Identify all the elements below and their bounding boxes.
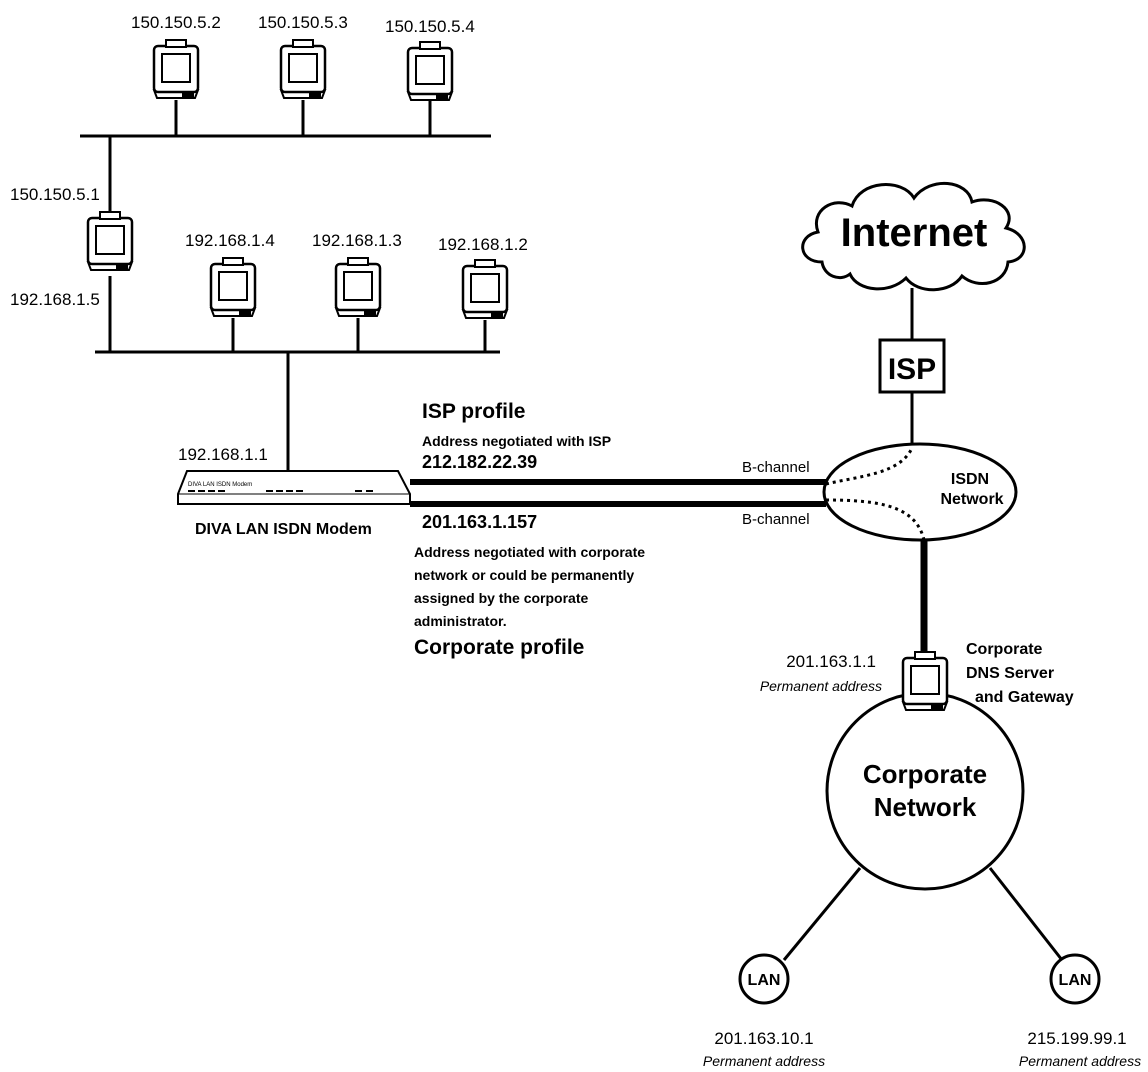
mid-pc-1-icon [209, 256, 257, 318]
mid-pc-3-ip: 192.168.1.2 [438, 235, 528, 254]
modem-ip: 192.168.1.1 [178, 445, 268, 464]
lan-2-circle [1049, 953, 1101, 1005]
mid-pc-2-icon [334, 256, 382, 318]
router-pc: 150.150.5.1 192.168.1.5 [10, 136, 134, 352]
isp-label: ISP [888, 353, 936, 386]
isp-box [878, 338, 946, 394]
corporate-network: Corporate Network [782, 691, 1064, 961]
isdn-ellipse [822, 442, 1018, 542]
lan-1-ip: 201.163.10.1 [714, 1029, 813, 1048]
corporate-server-label-line-2: DNS Server [966, 665, 1054, 682]
isdn-network: ISDN Network [822, 442, 1018, 542]
lan-1-note: Permanent address [703, 1053, 825, 1069]
corporate-network-line-1: Corporate [863, 759, 987, 789]
corporate-profile-note-line-4: administrator. [414, 613, 507, 629]
top-pc-2-icon [279, 38, 327, 100]
corporate-profile-note-line-3: assigned by the corporate [414, 590, 588, 606]
lan-2-label: LAN [1059, 972, 1092, 989]
corporate-server-ip: 201.163.1.1 [786, 652, 876, 671]
lan-2-note: Permanent address [1019, 1053, 1141, 1069]
corporate-network-line-2: Network [874, 792, 977, 822]
top-pc-3-icon [406, 40, 454, 102]
top-pc-1-icon [152, 38, 200, 100]
mid-lan: 192.168.1.4 192.168.1.3 192.168.1.2 [95, 231, 528, 354]
isp-node: ISP [878, 288, 946, 448]
corporate-profile-address: 201.163.1.157 [422, 512, 537, 532]
isp-profile-address: 212.182.22.39 [422, 452, 537, 472]
corporate-server-label-line-3: and Gateway [975, 689, 1074, 706]
lan-2-ip: 215.199.99.1 [1027, 1029, 1126, 1048]
corporate-profile-note-line-1: Address negotiated with corporate [414, 544, 645, 560]
mid-pc-2-ip: 192.168.1.3 [312, 231, 402, 250]
isp-profile-title: ISP profile [422, 400, 525, 423]
internet-label: Internet [841, 211, 988, 255]
isp-profile-note: Address negotiated with ISP [422, 433, 611, 449]
top-pc-3-ip: 150.150.5.4 [385, 17, 475, 36]
router-pc-icon [86, 210, 134, 272]
internet-cloud: Internet [801, 182, 1026, 292]
top-pc-1-ip: 150.150.5.2 [131, 13, 221, 32]
mid-pc-1-ip: 192.168.1.4 [185, 231, 275, 250]
corporate-server-ip-note: Permanent address [760, 678, 882, 694]
corporate-server: 201.163.1.1 Permanent address Corporate … [760, 641, 1074, 712]
lan-1-label: LAN [748, 972, 781, 989]
mid-pc-3-icon [461, 258, 509, 320]
diva-modem: 192.168.1.1 DIVA LAN ISDN Modem DIVA LAN… [177, 352, 411, 538]
isp-profile: ISP profile Address negotiated with ISP … [422, 400, 611, 472]
modem-name: DIVA LAN ISDN Modem [195, 521, 372, 538]
lan-2: LAN 215.199.99.1 Permanent address [1019, 953, 1141, 1069]
corporate-profile: 201.163.1.157 Address negotiated with co… [414, 512, 645, 659]
isdn-label-line-1: ISDN [951, 471, 989, 488]
b-channel-upper-label: B-channel [742, 459, 810, 476]
corporate-server-label-line-1: Corporate [966, 641, 1043, 658]
top-lan: 150.150.5.2 150.150.5.3 150.150.5.4 [80, 13, 491, 138]
corporate-profile-note-line-2: network or could be permanently [414, 567, 634, 583]
modem-leds [188, 490, 373, 492]
b-channels: B-channel B-channel [410, 459, 826, 528]
cloud-icon [801, 182, 1026, 292]
modem-faceplate-label: DIVA LAN ISDN Modem [188, 482, 252, 488]
corporate-network-circle [825, 691, 1025, 891]
corporate-server-icon [901, 650, 949, 712]
top-pc-2-ip: 150.150.5.3 [258, 13, 348, 32]
lan-1: LAN 201.163.10.1 Permanent address [703, 953, 825, 1069]
b-channel-lower-label: B-channel [742, 511, 810, 528]
router-pc-lower-ip: 192.168.1.5 [10, 290, 100, 309]
corporate-profile-title: Corporate profile [414, 636, 584, 659]
isdn-label-line-2: Network [940, 491, 1003, 508]
lan-1-circle [738, 953, 790, 1005]
router-pc-upper-ip: 150.150.5.1 [10, 185, 100, 204]
